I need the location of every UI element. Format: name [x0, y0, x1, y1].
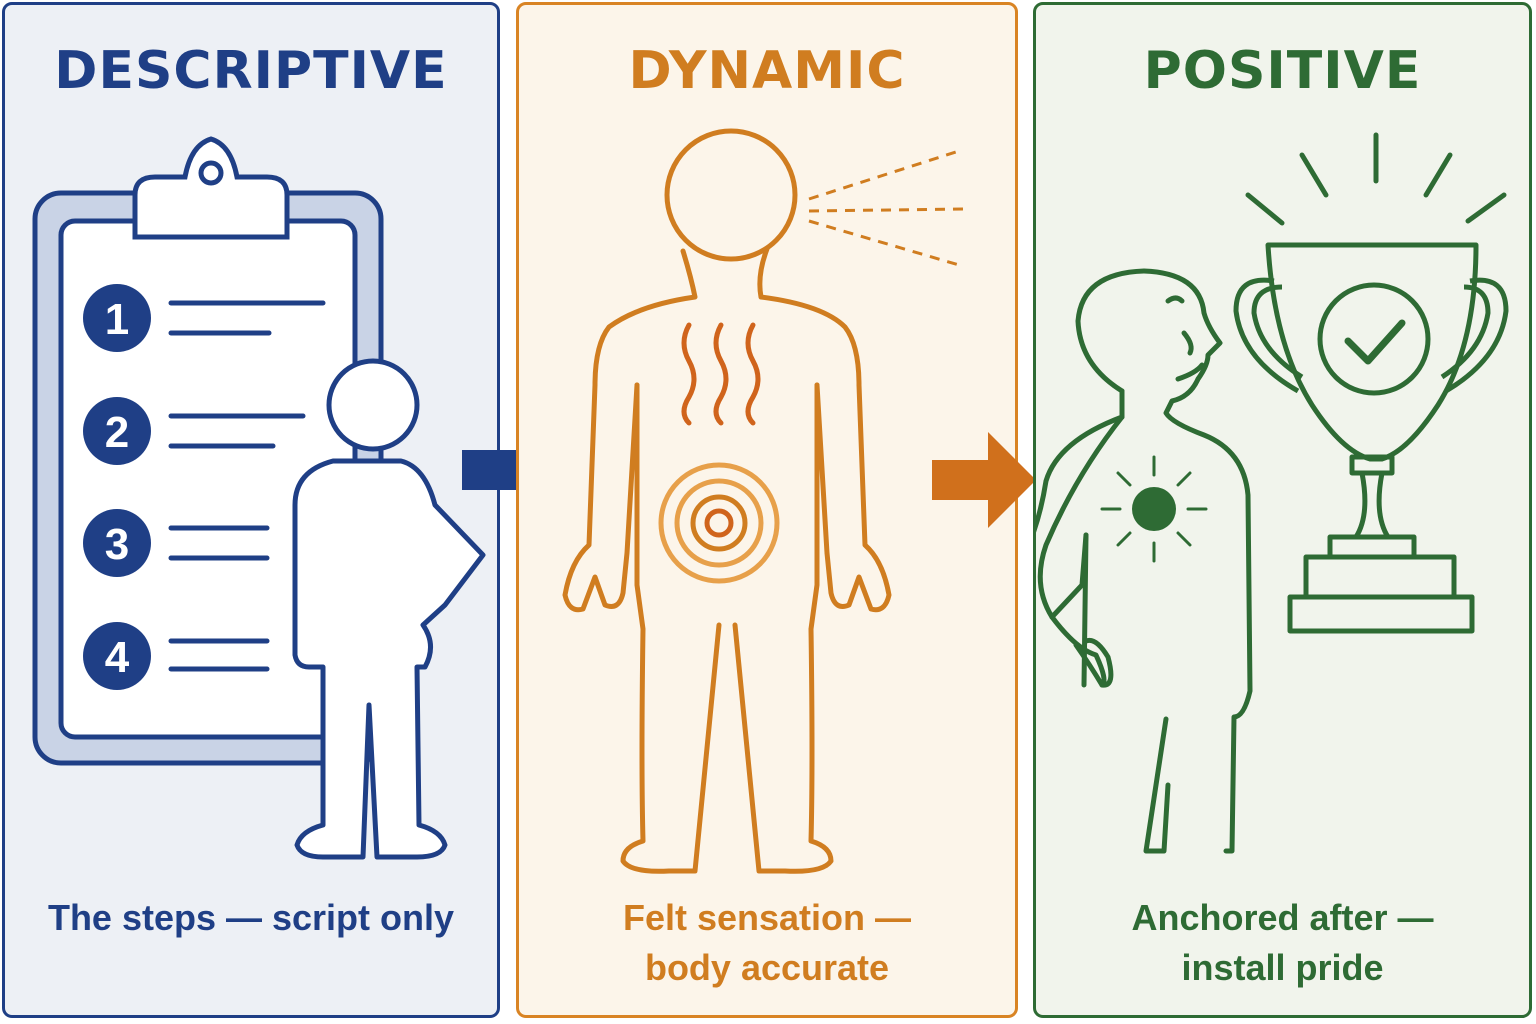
step-number: 1 — [105, 295, 129, 344]
heat-waves-icon — [681, 322, 761, 426]
sensation-icon — [658, 462, 780, 584]
caption-line: body accurate — [644, 947, 890, 988]
descriptive-panel: DESCRIPTIVE 1 2 3 4 — [2, 2, 500, 1018]
step-badge — [83, 509, 151, 577]
glow-icon — [1245, 132, 1507, 226]
person-icon — [292, 358, 486, 860]
step-number: 4 — [105, 633, 130, 682]
caption-line: Felt sensation — — [622, 897, 912, 938]
step-badge — [83, 284, 151, 352]
panel-caption: Felt sensation — body accurate — [519, 893, 1015, 993]
trophy-scene — [1036, 132, 1509, 854]
step-number: 2 — [105, 408, 129, 457]
arrow-right-icon — [932, 432, 1036, 528]
person-icon — [1036, 268, 1253, 854]
smell-lines-icon — [808, 149, 966, 267]
panel-title: POSITIVE — [1143, 41, 1422, 101]
step-number: 3 — [105, 520, 129, 569]
panel-title: DESCRIPTIVE — [54, 41, 448, 101]
panel-title: DYNAMIC — [628, 41, 906, 101]
heart-glow-icon — [1100, 455, 1208, 563]
trophy-icon — [1233, 242, 1509, 634]
step-badge — [83, 622, 151, 690]
caption-line: install pride — [1181, 947, 1384, 988]
checkmark-icon — [1344, 319, 1406, 365]
panel-caption: Anchored after — install pride — [1036, 893, 1529, 993]
dynamic-panel: DYNAMIC Felt sensati — [516, 2, 1018, 1018]
caption-line: Anchored after — — [1131, 897, 1434, 938]
positive-panel: POSITIVE — [1033, 2, 1532, 1018]
person-icon — [562, 128, 966, 874]
caption-line: The steps — script only — [47, 897, 455, 938]
step-badges — [83, 284, 151, 690]
step-badge — [83, 397, 151, 465]
panel-caption: The steps — script only — [5, 893, 497, 943]
clipboard-icon: 1 2 3 4 — [32, 136, 486, 860]
